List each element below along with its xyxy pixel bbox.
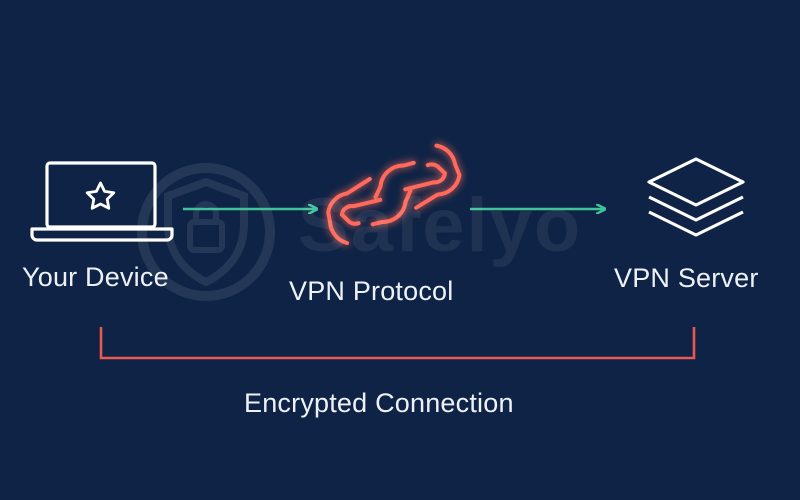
bracket-label: Encrypted Connection — [244, 388, 514, 418]
shield-lock-icon — [137, 163, 275, 301]
stacked-layers-icon — [647, 157, 745, 237]
star-icon — [85, 181, 116, 210]
watermark-text: Safelyo — [298, 183, 583, 268]
chain-link-icon — [326, 143, 462, 245]
laptop-star-icon — [30, 161, 174, 242]
node-label-protocol: VPN Protocol — [289, 276, 454, 306]
node-label-device: Your Device — [22, 262, 169, 292]
node-label-server: VPN Server — [614, 263, 759, 293]
encrypted-connection-bracket — [99, 327, 696, 360]
